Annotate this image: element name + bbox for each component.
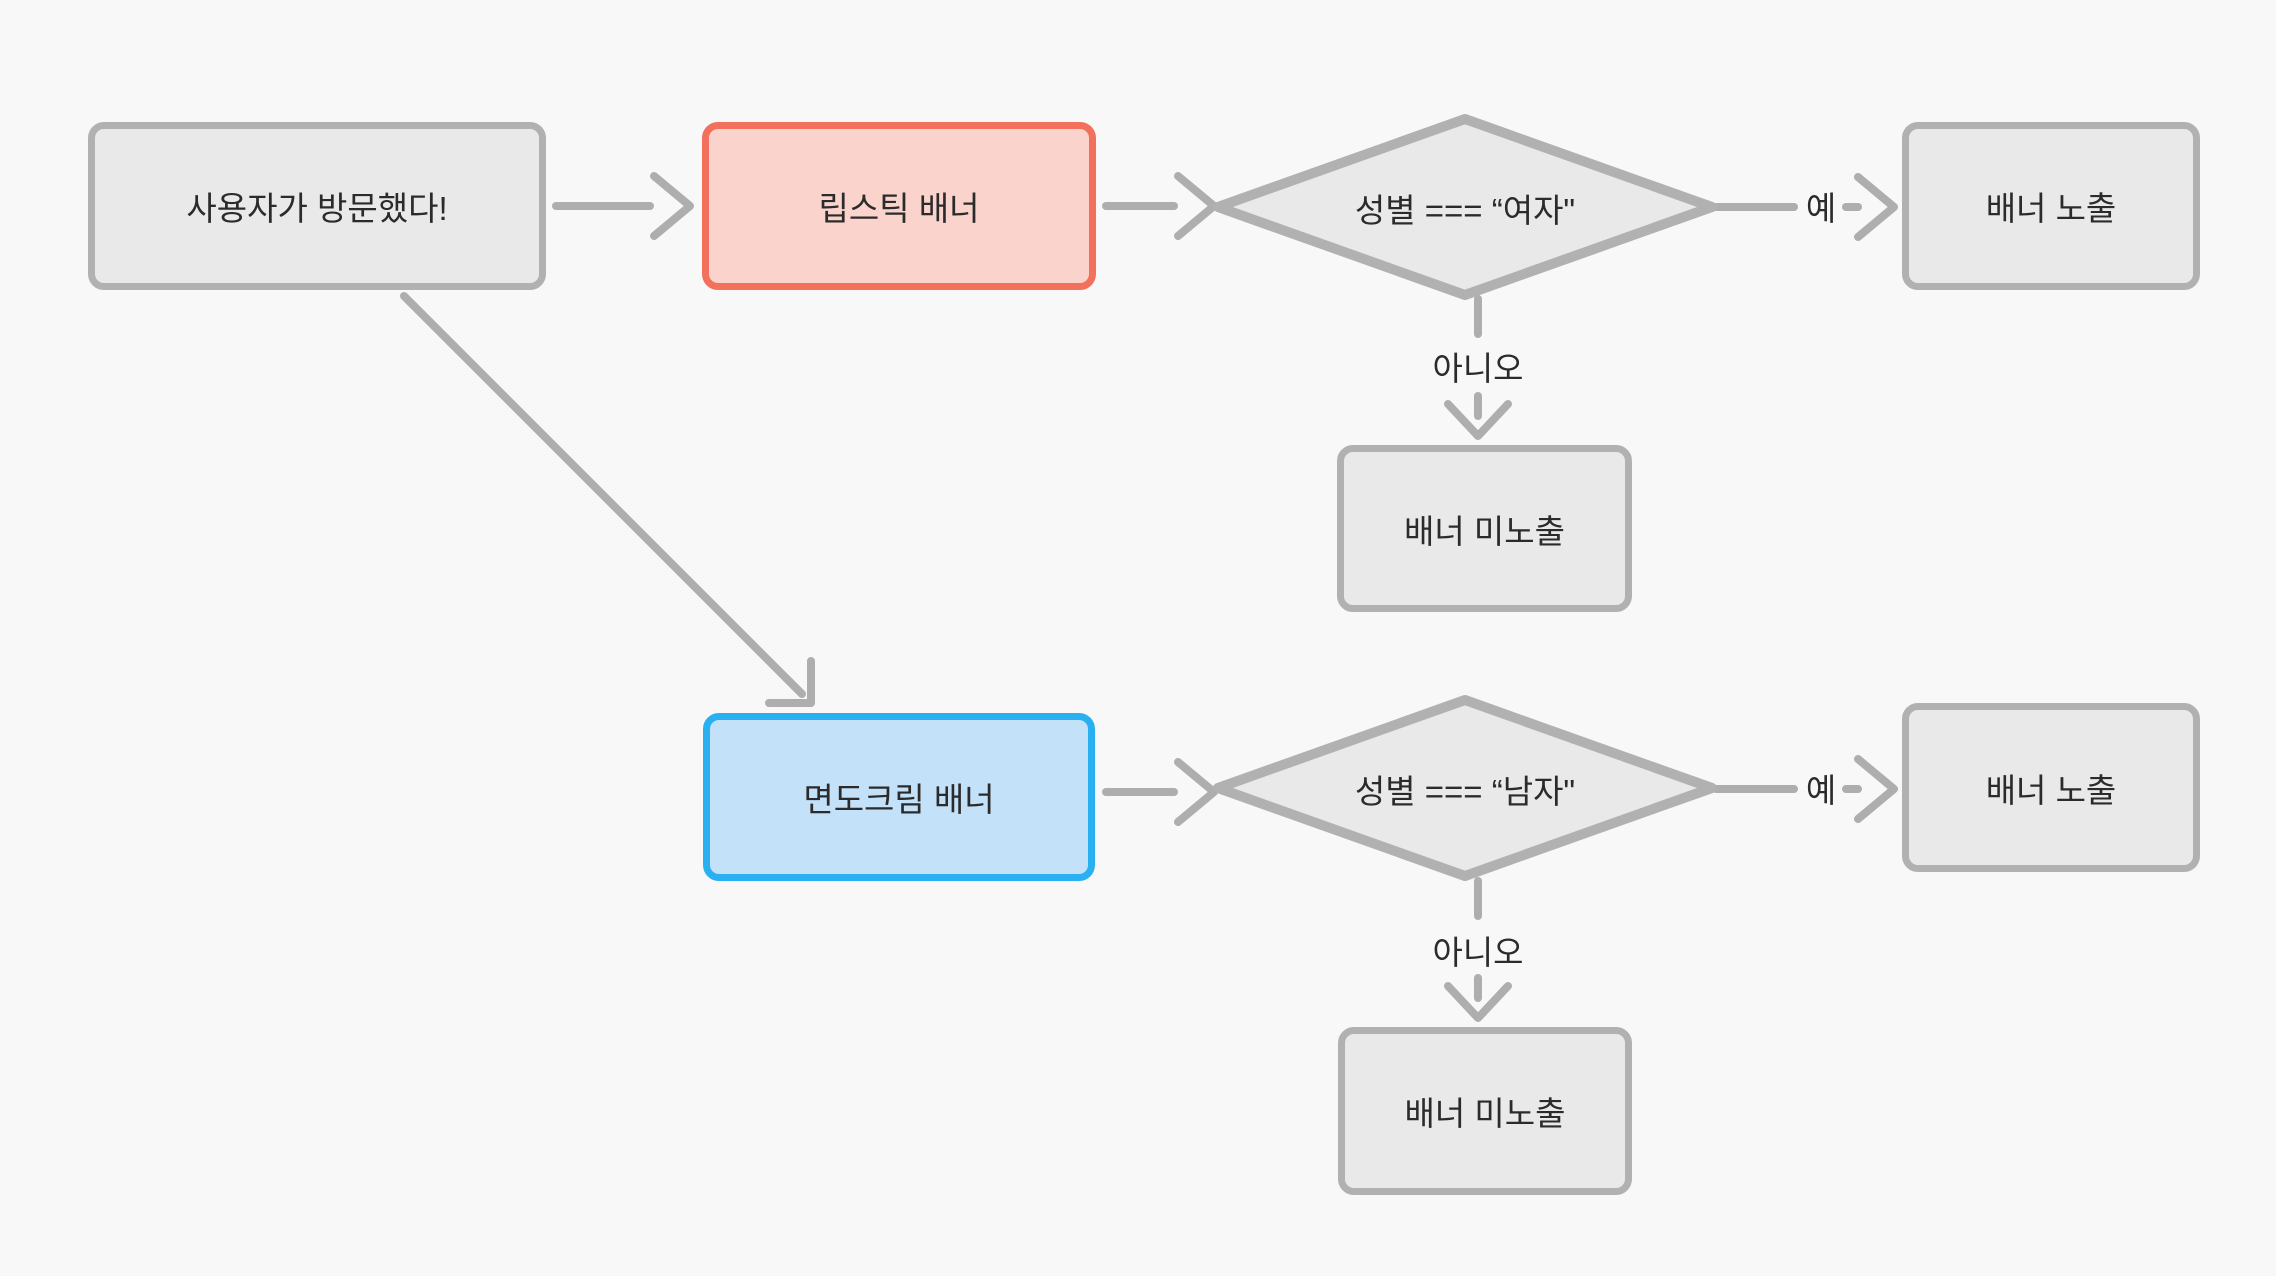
- edge-yes-bottom-arrowhead: [1854, 755, 1898, 823]
- edge-no-bottom-arrowhead: [1444, 982, 1512, 1022]
- edge-yes-top-arrowhead: [1854, 173, 1898, 241]
- start-node: 사용자가 방문했다!: [88, 122, 546, 290]
- edge-start-to-shaving-arrowhead: [765, 657, 815, 707]
- banner-show-node-top: 배너 노출: [1902, 122, 2200, 290]
- banner-hide-node-bottom: 배너 미노출: [1338, 1027, 1632, 1195]
- yes-label-bottom: 예: [1805, 772, 1837, 809]
- banner-hide-node-top: 배너 미노출: [1337, 445, 1632, 612]
- no-label-bottom: 아니오: [1432, 934, 1524, 971]
- edge-lipstick-to-decision-arrowhead: [1174, 172, 1218, 240]
- decision-male-label: 성별 === “남자": [1354, 773, 1576, 810]
- edge-start-to-shaving-line: [400, 292, 806, 698]
- decision-female-diamond-shape: [1213, 114, 1717, 300]
- lipstick-banner-node: 립스틱 배너: [702, 122, 1096, 290]
- edge-start-to-lipstick-arrowhead: [650, 172, 694, 240]
- banner-show-node-bottom: 배너 노출: [1902, 703, 2200, 872]
- edge-shaving-to-decision-arrowhead: [1174, 758, 1218, 826]
- shaving-cream-banner-node: 면도크림 배너: [703, 713, 1095, 881]
- decision-male-diamond-shape: [1213, 695, 1717, 881]
- edge-no-top-arrowhead: [1444, 400, 1512, 440]
- decision-female-label: 성별 === “여자": [1354, 192, 1576, 229]
- yes-label-top: 예: [1805, 190, 1837, 227]
- no-label-top: 아니오: [1432, 350, 1524, 387]
